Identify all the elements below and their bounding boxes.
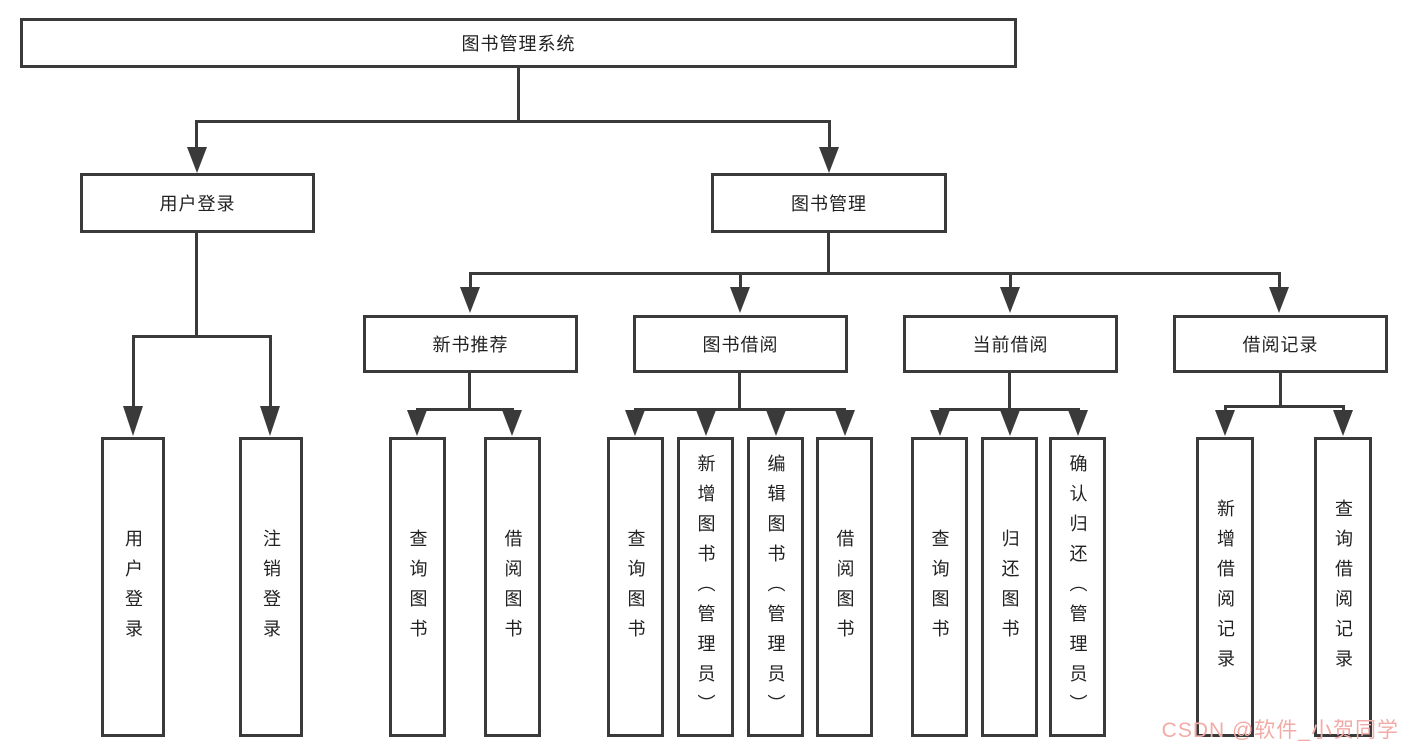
node-new-book-recommendation: 新书推荐 <box>363 315 578 373</box>
leaf-query-books-current: 查询图书 <box>911 437 968 737</box>
arrow-down-icon <box>730 287 750 313</box>
arrow-down-icon <box>460 287 480 313</box>
connector-line <box>195 120 831 123</box>
connector-line <box>469 272 472 288</box>
arrow-down-icon <box>625 410 645 436</box>
node-book-borrowing: 图书借阅 <box>633 315 848 373</box>
connector-line <box>416 408 514 411</box>
arrow-down-icon <box>123 406 143 436</box>
csdn-watermark: CSDN @软件_小贺同学 <box>1161 719 1399 742</box>
arrow-down-icon <box>1000 410 1020 436</box>
connector-line <box>827 233 830 272</box>
arrow-down-icon <box>930 410 950 436</box>
leaf-query-books-recommend: 查询图书 <box>389 437 446 737</box>
connector-line <box>1224 405 1345 408</box>
node-library-management-system: 图书管理系统 <box>20 18 1017 68</box>
leaf-query-books-borrowing: 查询图书 <box>607 437 664 737</box>
arrow-down-icon <box>835 410 855 436</box>
connector-line <box>132 335 135 407</box>
node-book-management: 图书管理 <box>711 173 947 233</box>
leaf-edit-books-admin: 编辑图书（管理员） <box>747 437 804 737</box>
leaf-logout: 注销登录 <box>239 437 303 737</box>
leaf-add-books-admin: 新增图书（管理员） <box>677 437 734 737</box>
arrow-down-icon <box>407 410 427 436</box>
leaf-borrow-books: 借阅图书 <box>816 437 873 737</box>
leaf-borrow-books-recommend: 借阅图书 <box>484 437 541 737</box>
arrow-down-icon <box>260 406 280 436</box>
node-borrowing-records: 借阅记录 <box>1173 315 1388 373</box>
leaf-confirm-return-admin: 确认归还（管理员） <box>1049 437 1106 737</box>
connector-line <box>1278 272 1281 288</box>
connector-line <box>1224 405 1227 413</box>
arrow-down-icon <box>1000 287 1020 313</box>
connector-line <box>828 120 831 150</box>
connector-line <box>1008 373 1011 408</box>
connector-line <box>1279 373 1282 405</box>
connector-line <box>132 335 272 338</box>
arrow-down-icon <box>1215 410 1235 436</box>
arrow-down-icon <box>696 410 716 436</box>
connector-line <box>195 233 198 335</box>
arrow-down-icon <box>766 410 786 436</box>
connector-line <box>269 335 272 407</box>
arrow-down-icon <box>1269 287 1289 313</box>
connector-line <box>1342 405 1345 413</box>
leaf-user-login: 用户登录 <box>101 437 165 737</box>
arrow-down-icon <box>187 147 207 173</box>
connector-line <box>939 408 1080 411</box>
connector-line <box>469 272 1281 275</box>
connector-line <box>1009 272 1012 288</box>
leaf-query-borrow-record: 查询借阅记录 <box>1314 437 1372 737</box>
arrow-down-icon <box>502 410 522 436</box>
leaf-return-books: 归还图书 <box>981 437 1038 737</box>
arrow-down-icon <box>819 147 839 173</box>
leaf-add-borrow-record: 新增借阅记录 <box>1196 437 1254 737</box>
node-user-login: 用户登录 <box>80 173 315 233</box>
connector-line <box>739 272 742 288</box>
connector-line <box>468 373 471 408</box>
connector-line <box>634 408 846 411</box>
connector-line <box>517 68 520 121</box>
connector-line <box>738 373 741 408</box>
arrow-down-icon <box>1333 410 1353 436</box>
arrow-down-icon <box>1068 410 1088 436</box>
node-current-borrowing: 当前借阅 <box>903 315 1118 373</box>
connector-line <box>195 120 198 150</box>
